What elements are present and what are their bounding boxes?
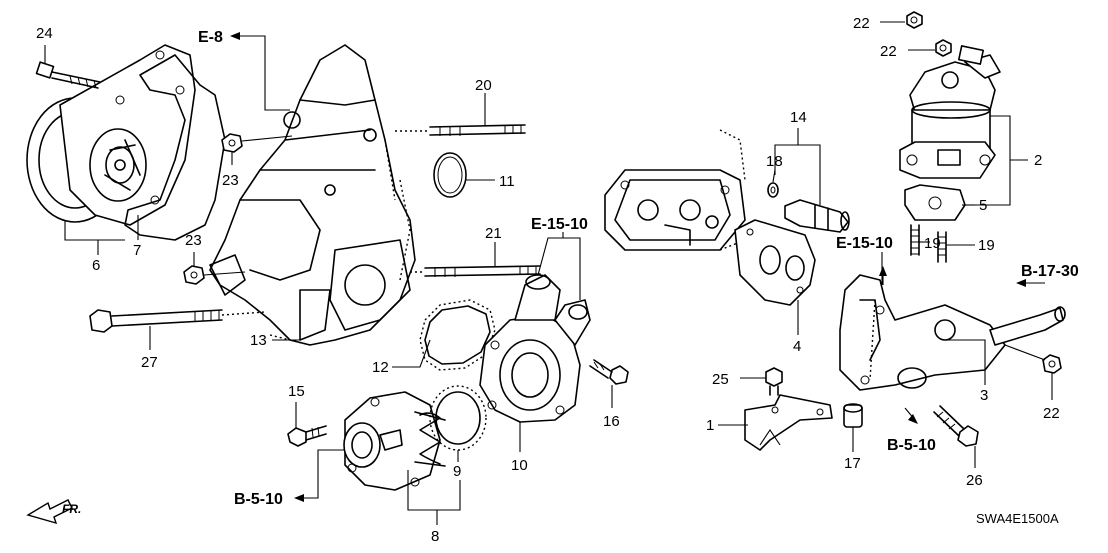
egr-valve (899, 45, 1001, 179)
bolt-16 (589, 359, 629, 385)
diagram-code: SWA4E1500A (976, 511, 1059, 526)
callout-23-upper: 23 (222, 172, 239, 189)
callout-2: 2 (1034, 152, 1042, 169)
stud-21 (410, 265, 541, 277)
callout-12: 12 (372, 359, 389, 376)
callout-20: 20 (475, 77, 492, 94)
gasket-5 (904, 184, 966, 221)
front-marker-label: FR. (62, 502, 81, 516)
stud-19-lower (937, 231, 947, 263)
thermostat-housing (479, 274, 591, 423)
callout-3: 3 (980, 387, 988, 404)
callout-15: 15 (288, 383, 305, 400)
callout-26: 26 (966, 472, 983, 489)
callout-5: 5 (979, 197, 987, 214)
front-direction-marker: FR. (26, 499, 81, 525)
nut-23-lower (183, 265, 246, 285)
callout-13: 13 (250, 332, 267, 349)
callout-6: 6 (92, 257, 100, 274)
bolt-15 (287, 425, 327, 447)
callout-18: 18 (766, 153, 783, 170)
gasket-9 (429, 385, 487, 451)
ref-b-5-10-left: B-5-10 (234, 491, 283, 508)
ref-e-15-10-egr: E-15-10 (836, 235, 893, 252)
callout-23-lower: 23 (185, 232, 202, 249)
sensor-14 (784, 199, 850, 233)
gasket-4 (734, 219, 816, 306)
bolt-26 (933, 405, 979, 447)
callout-27: 27 (141, 354, 158, 371)
ref-e-15-10-thermostat: E-15-10 (531, 216, 588, 233)
ref-b-17-30: B-17-30 (1021, 263, 1079, 280)
callout-10: 10 (511, 457, 528, 474)
callout-1: 1 (706, 417, 714, 434)
callout-7: 7 (133, 242, 141, 259)
egr-pipe-assembly (839, 274, 1066, 391)
callout-4: 4 (793, 338, 801, 355)
nut-22-mid (935, 39, 952, 57)
nut-22-lower (1042, 354, 1062, 374)
fitting-17 (843, 403, 863, 428)
water-passage-housing (209, 44, 416, 346)
thermostat-cover (343, 391, 441, 491)
water-pump (26, 44, 196, 226)
callout-17: 17 (844, 455, 861, 472)
callout-25: 25 (712, 371, 729, 388)
callout-22-mid: 22 (880, 43, 897, 60)
gasket-5-hole (928, 196, 942, 210)
nut-22-top (906, 11, 923, 29)
ref-e-8: E-8 (198, 29, 223, 46)
nut-23-upper (221, 133, 293, 153)
callout-22-top: 22 (853, 15, 870, 32)
o-ring-11 (433, 152, 467, 198)
callout-9: 9 (453, 463, 461, 480)
ref-b-5-10-right: B-5-10 (887, 437, 936, 454)
callout-16: 16 (603, 413, 620, 430)
egr-port-manifold (604, 129, 746, 251)
callout-22-lower: 22 (1043, 405, 1060, 422)
gasket-12-inner (424, 305, 491, 365)
callout-11: 11 (499, 173, 515, 190)
bracket-1 (744, 394, 833, 451)
callout-21: 21 (485, 225, 502, 242)
bolt-24 (35, 61, 101, 89)
callout-19-upper: 19 (924, 235, 941, 252)
callout-19-lower: 19 (978, 237, 995, 254)
gasket-7 (124, 54, 226, 241)
washer-18 (767, 182, 779, 198)
bolt-27 (89, 309, 266, 333)
bolt-25 (765, 367, 783, 396)
stud-19-upper (910, 224, 920, 256)
callout-8: 8 (431, 528, 439, 545)
reference-arrows (230, 32, 1045, 502)
callout-24: 24 (36, 25, 53, 42)
leader-lines (44, 21, 1053, 525)
callout-14: 14 (790, 109, 807, 126)
stud-20 (395, 124, 526, 136)
